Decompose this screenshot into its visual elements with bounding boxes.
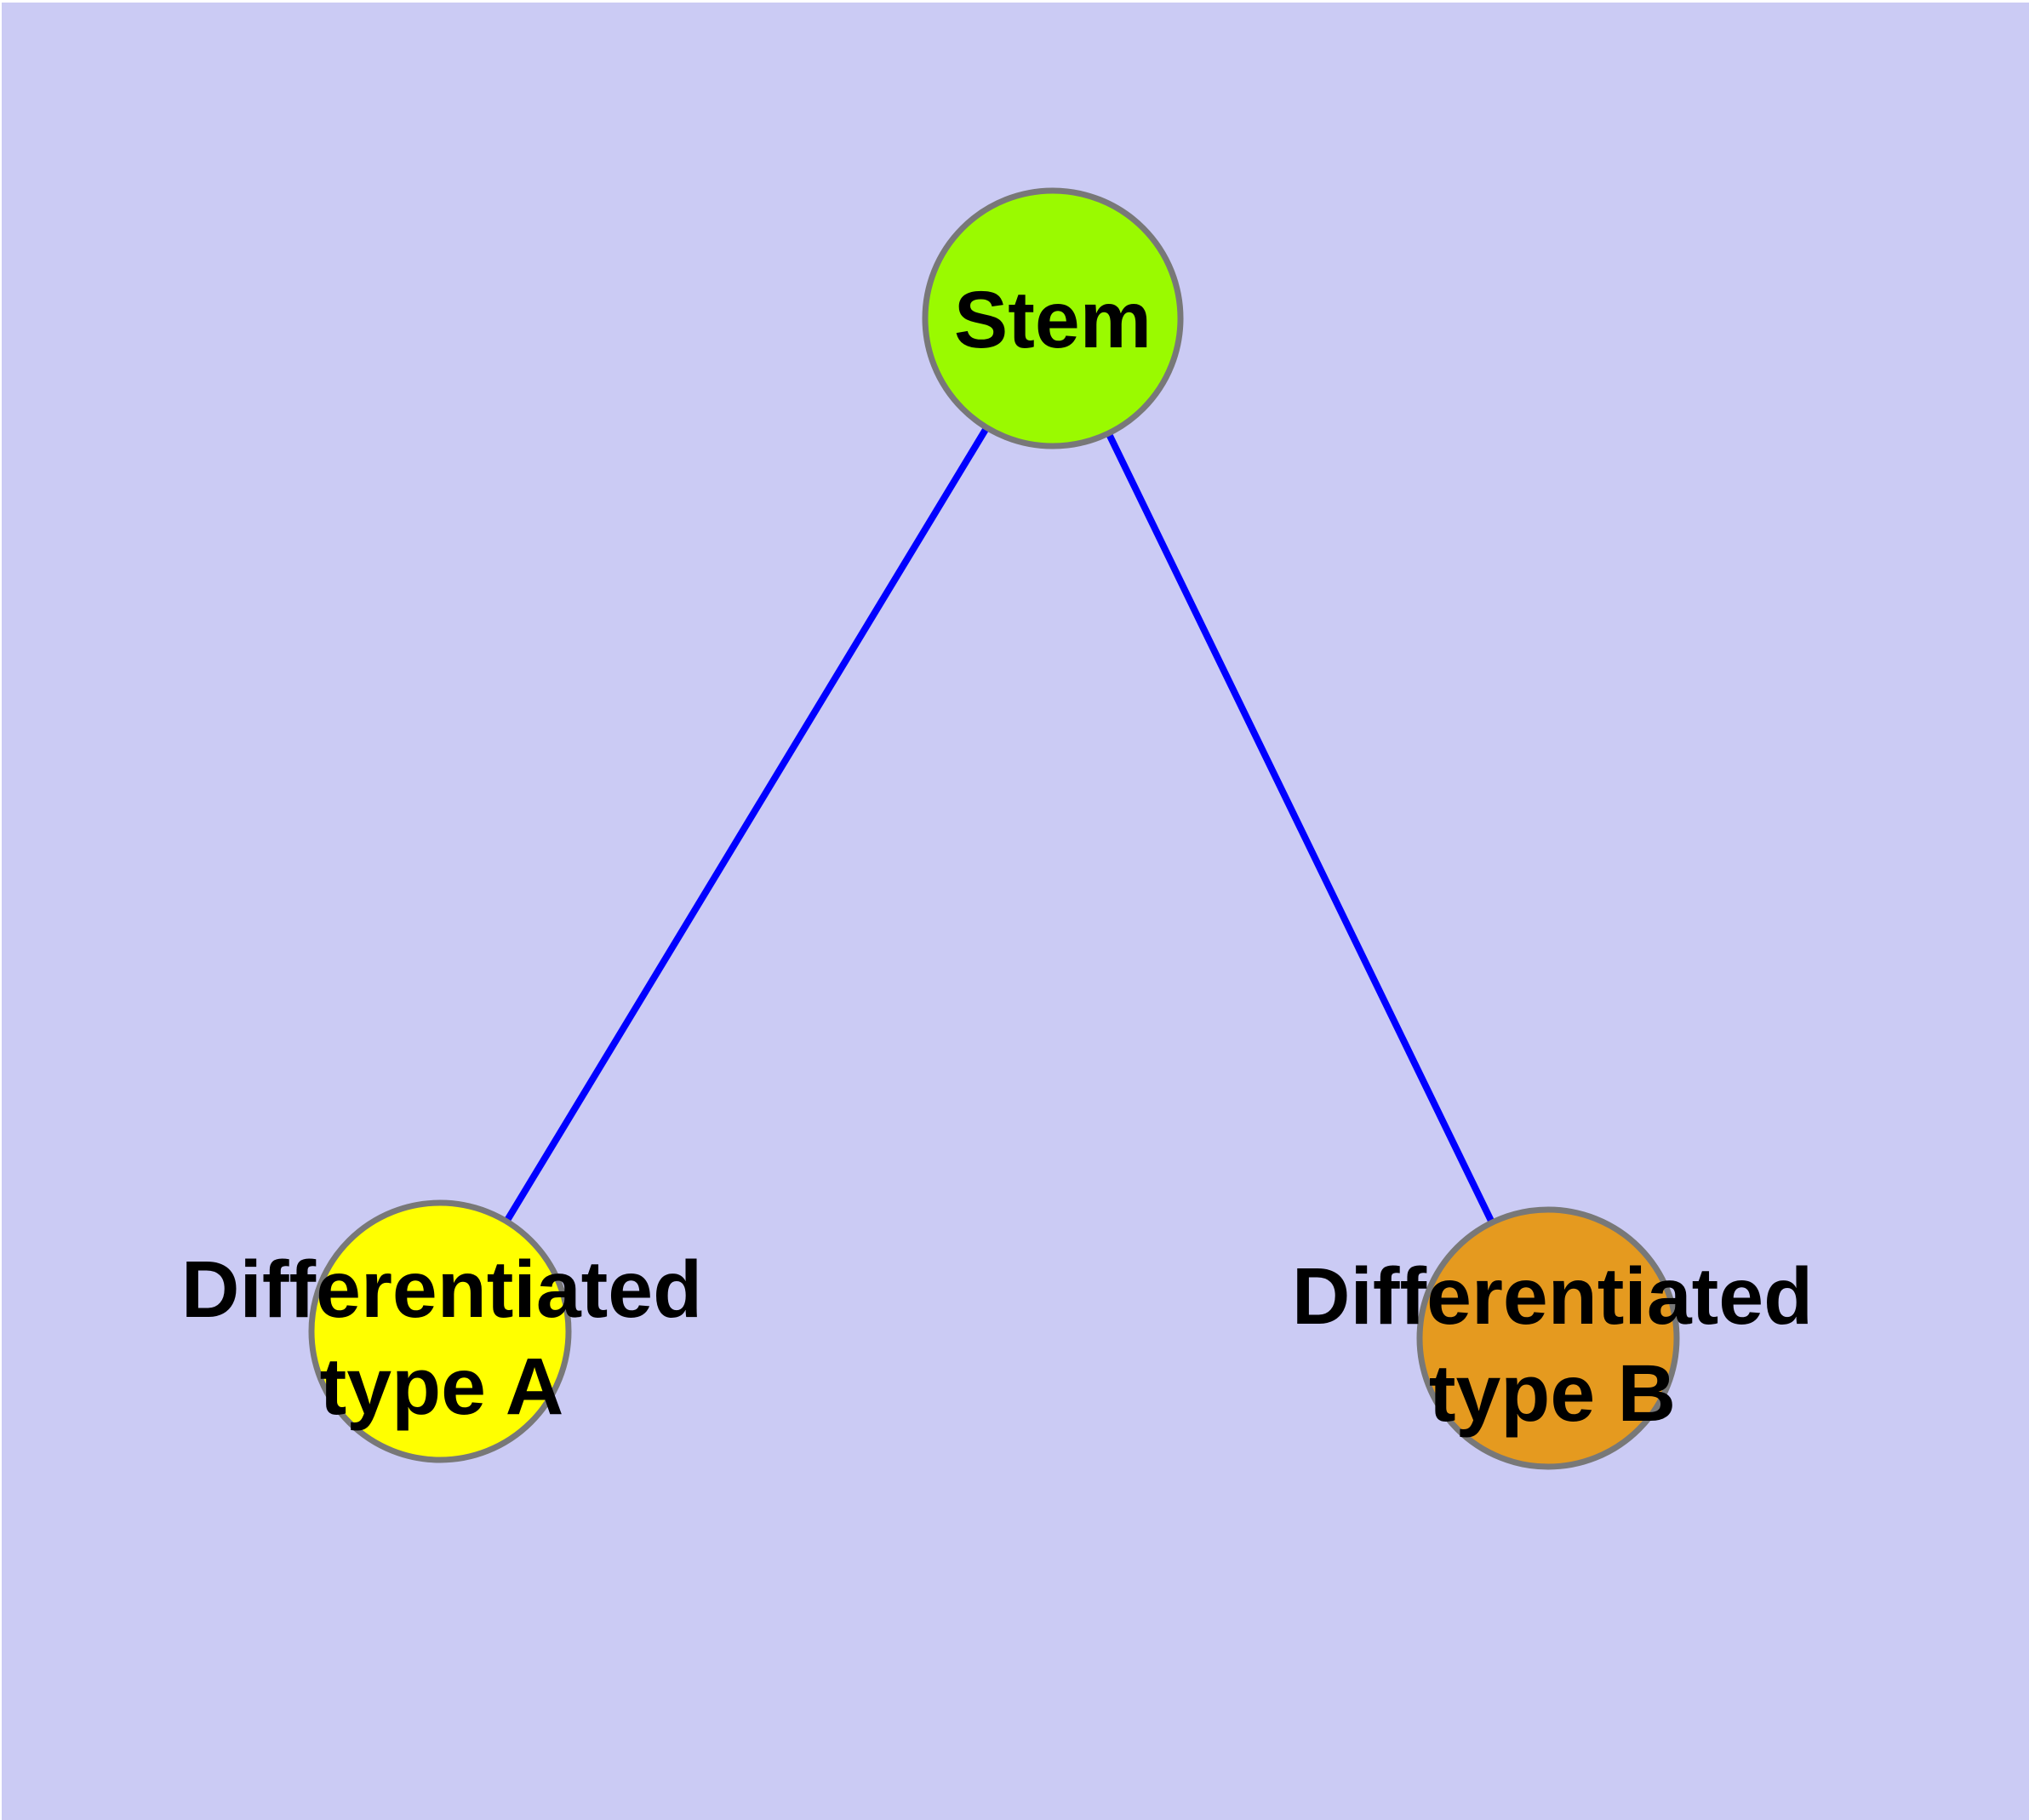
- node-type-b-label-line2: type B: [1428, 1348, 1677, 1439]
- node-type-a-label: Differentiated type A: [181, 1241, 702, 1435]
- node-type-b-label-line1: Differentiated: [1291, 1251, 1814, 1342]
- node-type-a-label-line1: Differentiated: [180, 1245, 703, 1335]
- node-type-b-label: Differentiated type B: [1292, 1248, 1813, 1442]
- node-stem-label: Stem: [954, 272, 1152, 369]
- edge-stem-to-type-b: [1049, 317, 1552, 1340]
- window-edge-left: [0, 0, 2, 1820]
- node-type-a-circle: [308, 1199, 572, 1463]
- node-type-b-circle: [1416, 1206, 1680, 1470]
- node-type-a-label-line2: type A: [319, 1342, 564, 1432]
- window-edge-top: [0, 0, 2029, 3]
- edge-stem-to-type-a: [437, 316, 1056, 1334]
- node-stem-label-text: Stem: [953, 275, 1152, 365]
- node-stem-circle: [922, 187, 1184, 449]
